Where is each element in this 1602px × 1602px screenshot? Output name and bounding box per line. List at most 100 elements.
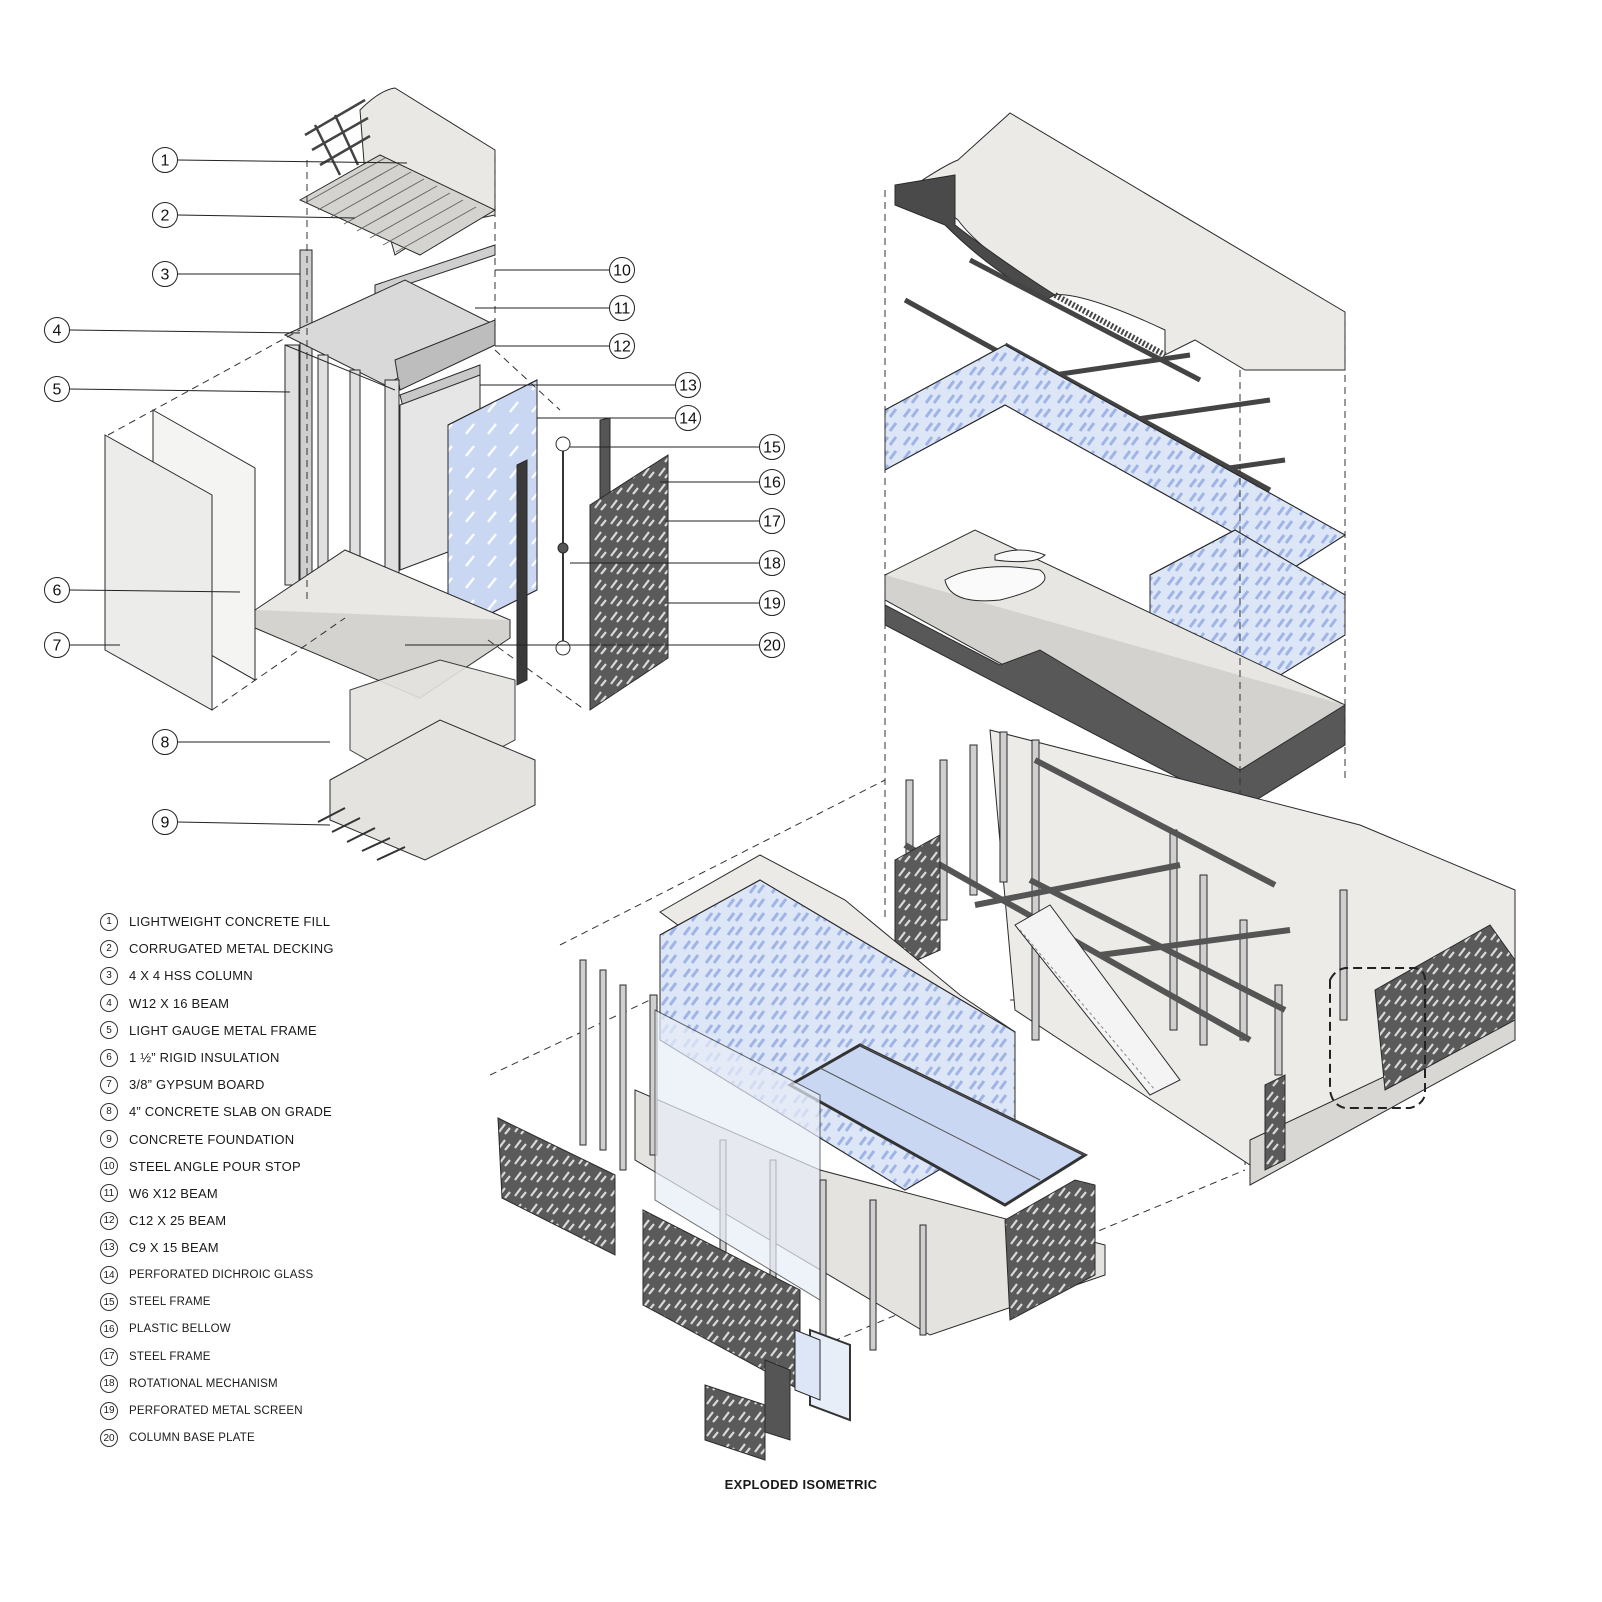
legend-item: 6 1 ½” RIGID INSULATION: [100, 1044, 440, 1071]
legend-label: 4” CONCRETE SLAB ON GRADE: [129, 1104, 332, 1120]
legend-item: 19 PERFORATED METAL SCREEN: [100, 1397, 440, 1424]
rotational-mechanism: [555, 436, 571, 656]
callout-number-3: 3: [161, 267, 170, 284]
callout-bubble-16: [759, 469, 785, 495]
callout-number-16: 16: [763, 475, 781, 492]
callout-number-10: 10: [613, 263, 631, 280]
callout-bubble-1: [152, 147, 178, 173]
callout-bubble-19: [759, 590, 785, 616]
legend-number: 8: [100, 1102, 118, 1121]
legend-label: C12 x 25 BEAM: [129, 1213, 227, 1229]
callout-number-1: 1: [161, 153, 170, 170]
legend-number: 2: [100, 939, 118, 958]
detail-callout-boundary: [1329, 967, 1426, 1109]
legend-number: 10: [100, 1157, 118, 1176]
legend-label: C9 x 15 BEAM: [129, 1240, 219, 1256]
legend-number: 1: [100, 912, 118, 931]
callout-number-7: 7: [53, 638, 62, 655]
callout-bubble-15: [759, 434, 785, 460]
legend-label: 3/8” GYPSUM BOARD: [129, 1077, 265, 1093]
callout-number-4: 4: [53, 323, 62, 340]
building-exploded-view: [489, 112, 1516, 1461]
callout-bubble-11: [609, 295, 635, 321]
stair: [1014, 904, 1181, 1096]
callout-bubble-7: [44, 632, 70, 658]
legend-number: 19: [100, 1401, 118, 1420]
callout-bubble-18: [759, 550, 785, 576]
callout-bubble-3: [152, 261, 178, 287]
callout-number-5: 5: [53, 382, 62, 399]
legend-number: 3: [100, 966, 118, 985]
callout-number-19: 19: [763, 596, 781, 613]
legend-item: 11 W6 x12 BEAM: [100, 1180, 440, 1207]
ground-corner-screens: [1374, 924, 1516, 1091]
perforated-metal-screen: [589, 454, 669, 711]
callout-bubble-9: [152, 809, 178, 835]
legend-number: 6: [100, 1048, 118, 1067]
legend-label: PLASTIC BELLOW: [129, 1323, 231, 1336]
callout-leader-9: [177, 821, 331, 826]
legend-number: 13: [100, 1238, 118, 1257]
callout-bubble-17: [759, 508, 785, 534]
legend-label: STEEL FRAME: [129, 1350, 211, 1363]
legend-number: 15: [100, 1293, 118, 1312]
legend-label: 1 ½” RIGID INSULATION: [129, 1050, 280, 1066]
legend-label: ROTATIONAL MECHANISM: [129, 1377, 278, 1390]
legend-number: 16: [100, 1320, 118, 1339]
callout-number-20: 20: [763, 638, 781, 655]
callout-bubble-4: [44, 317, 70, 343]
callout-number-9: 9: [161, 815, 170, 832]
legend-label: W6 x12 BEAM: [129, 1185, 218, 1201]
callout-leader-2: [177, 214, 356, 219]
front-glass-wall: [654, 1009, 821, 1301]
hss-column: [299, 249, 313, 591]
callout-number-2: 2: [161, 208, 170, 225]
rebar-grid: [304, 98, 371, 176]
exploded-door-screen: [704, 1384, 766, 1461]
wall-section-detail: [104, 87, 669, 861]
legend-label: CONCRETE FOUNDATION: [129, 1131, 295, 1147]
concrete-foundation: [329, 719, 536, 861]
callout-number-17: 17: [763, 514, 781, 531]
legend-item: 13 C9 x 15 BEAM: [100, 1234, 440, 1261]
light-gauge-frame: [284, 344, 400, 621]
callout-bubble-14: [675, 405, 701, 431]
callout-number-18: 18: [763, 556, 781, 573]
legend-item: 15 STEEL FRAME: [100, 1289, 440, 1316]
legend-number: 5: [100, 1021, 118, 1040]
callout-number-13: 13: [679, 378, 697, 395]
exploded-door-frame: [764, 1359, 791, 1441]
plastic-bellow: [516, 459, 528, 686]
legend-number: 17: [100, 1347, 118, 1366]
roof-decking-edge: [894, 174, 1057, 301]
callout-leader-1: [177, 159, 408, 164]
callout-number-12: 12: [613, 339, 631, 356]
callout-bubble-12: [609, 333, 635, 359]
furniture-sofa: [944, 566, 1046, 602]
callout-leader-5: [69, 388, 291, 393]
callout-number-15: 15: [763, 440, 781, 457]
legend-number: 7: [100, 1075, 118, 1094]
callout-leader-4: [69, 329, 301, 334]
legend-number: 11: [100, 1184, 118, 1203]
callout-bubble-10: [609, 257, 635, 283]
legend-item: 7 3/8” GYPSUM BOARD: [100, 1071, 440, 1098]
roof-slab: [914, 112, 1346, 371]
legend-number: 20: [100, 1429, 118, 1448]
legend-label: STEEL FRAME: [129, 1296, 211, 1309]
front-corner-screen: [1004, 1179, 1096, 1321]
legend-item: 16 PLASTIC BELLOW: [100, 1316, 440, 1343]
legend-item: 34 x 4 HSS COLUMN: [100, 962, 440, 989]
legend-label: PERFORATED METAL SCREEN: [129, 1404, 303, 1417]
callout-bubble-2: [152, 202, 178, 228]
